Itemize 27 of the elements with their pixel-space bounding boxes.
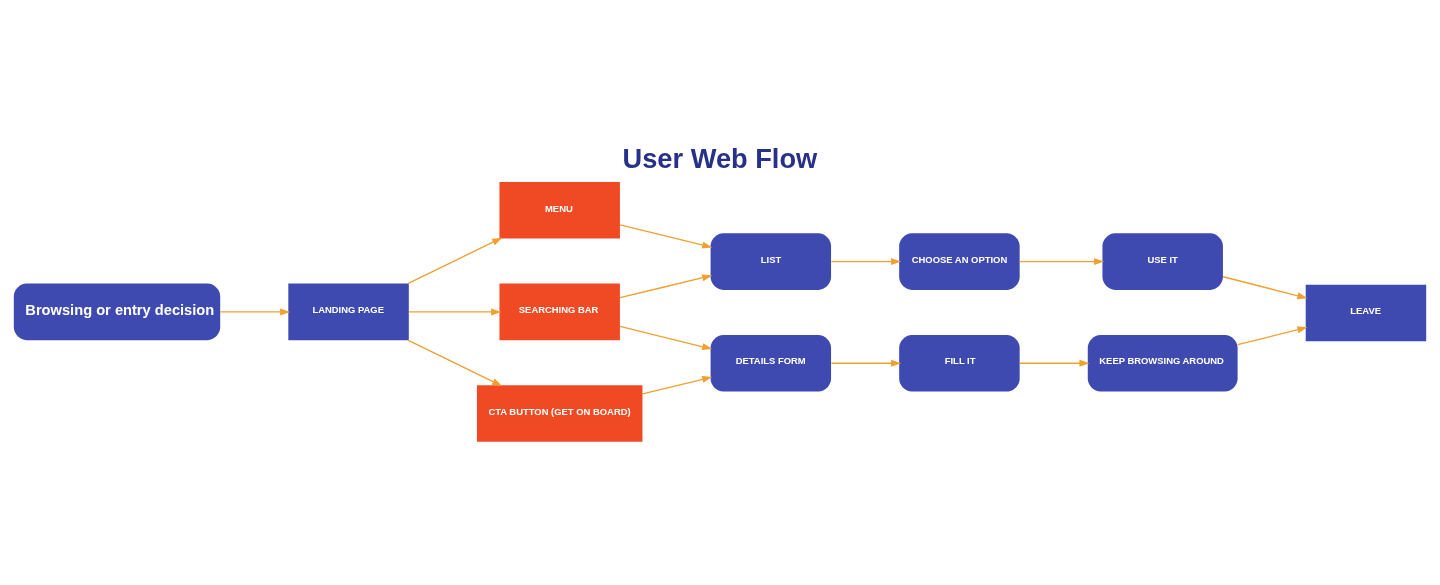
arrow [408, 308, 502, 316]
diagram-title: User Web Flow [622, 143, 818, 175]
arrow [830, 359, 902, 367]
arrow [619, 224, 713, 249]
arrow [1237, 326, 1308, 346]
arrow [407, 339, 503, 387]
arrow [642, 376, 713, 395]
node-box: CHOOSE AN OPTION [899, 233, 1020, 290]
node-box: LIST [710, 233, 832, 290]
node-box: CTA BUTTON (GET ON BOARD) [476, 385, 643, 442]
node-box: USE IT [1102, 233, 1223, 290]
node-box: FILL IT [899, 334, 1020, 392]
node-box: Browsing or entry decision [13, 283, 221, 341]
node-box: KEEP BROWSING AROUND [1087, 334, 1238, 392]
node-box: MENU [499, 181, 620, 239]
arrow [1019, 258, 1105, 266]
node-box: DETAILS FORM [710, 334, 832, 392]
node-box: SEARCHING BAR [499, 283, 620, 341]
arrow [619, 274, 713, 299]
arrow [219, 308, 291, 316]
node-box: LEAVE [1305, 284, 1427, 342]
node-box: LANDING PAGE [288, 283, 409, 341]
arrow [830, 258, 902, 266]
arrow [1222, 276, 1308, 300]
arrow [407, 237, 503, 285]
arrow [1019, 359, 1090, 367]
arrow [619, 325, 713, 351]
